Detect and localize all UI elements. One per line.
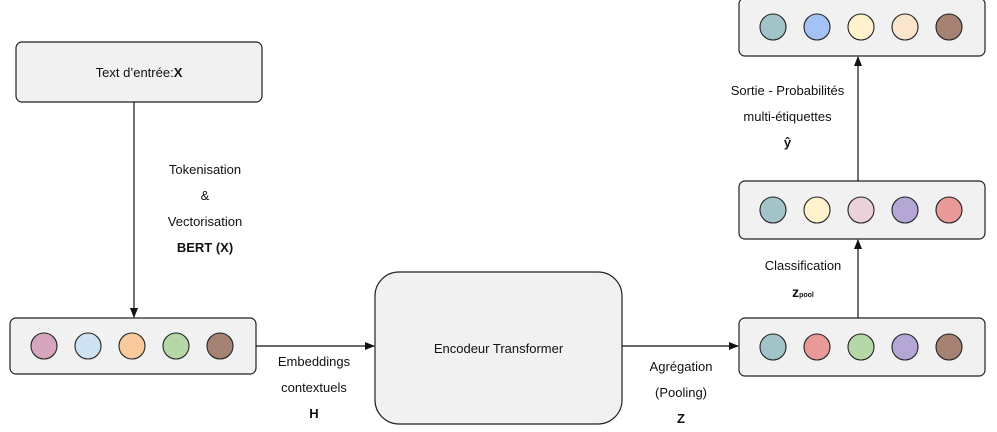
token-circle: [935, 196, 963, 224]
token-circle: [935, 13, 963, 41]
token-circle: [759, 13, 787, 41]
token-circle: [847, 196, 875, 224]
output-vector-circles: [759, 13, 963, 41]
classify-label: Classification zpool: [738, 253, 868, 309]
token-circle: [935, 333, 963, 361]
input-text-var: X: [173, 64, 183, 80]
input-text-prefix: Text d’entrée:: [95, 64, 174, 80]
output-label: Sortie - Probabilités multi-étiquettes ŷ: [710, 78, 865, 156]
token-circle: [162, 332, 190, 360]
pooled-vector-circles: [759, 333, 963, 361]
pool-label: Agrégation (Pooling) Z: [622, 354, 740, 432]
token-circle: [891, 196, 919, 224]
pool-line1: Agrégation: [649, 359, 713, 374]
classify-var-sub: pool: [799, 292, 814, 299]
classification-vector-circles: [759, 196, 963, 224]
encoder-label: Encodeur Transformer: [375, 272, 622, 424]
encoder-box: [374, 271, 623, 425]
tokenize-label: Tokenisation & Vectorisation BERT (X): [140, 157, 270, 261]
classify-var: zpool: [738, 279, 868, 309]
output-line1: Sortie - Probabilités: [730, 83, 845, 98]
tokenize-line4: BERT (X): [176, 240, 234, 255]
embed-line2: contextuels: [281, 380, 347, 395]
input-text-label: Text d’entrée: X: [16, 42, 262, 102]
encoder-title: Encodeur Transformer: [433, 340, 564, 356]
token-circle: [74, 332, 102, 360]
embed-label: Embeddings contextuels H: [255, 349, 373, 427]
token-circle: [118, 332, 146, 360]
token-circle: [206, 332, 234, 360]
embed-line1: Embeddings: [277, 354, 351, 369]
tokenize-line2: &: [200, 188, 210, 203]
pool-line2: (Pooling): [654, 385, 708, 400]
classify-line1: Classification: [764, 258, 842, 273]
pool-line3: Z: [677, 411, 685, 426]
input-embeddings-circles: [30, 332, 234, 360]
classify-var-main: z: [792, 284, 800, 300]
embed-line3: H: [309, 406, 319, 421]
output-line3: ŷ: [783, 135, 792, 150]
output-line2: multi-étiquettes: [743, 109, 832, 124]
tokenize-line1: Tokenisation: [168, 162, 242, 177]
token-circle: [759, 196, 787, 224]
token-circle: [847, 333, 875, 361]
token-circle: [847, 13, 875, 41]
token-circle: [803, 196, 831, 224]
token-circle: [891, 333, 919, 361]
input-text-box: [15, 41, 263, 103]
token-circle: [759, 333, 787, 361]
token-circle: [803, 333, 831, 361]
token-circle: [891, 13, 919, 41]
token-circle: [30, 332, 58, 360]
tokenize-line3: Vectorisation: [167, 214, 243, 229]
token-circle: [803, 13, 831, 41]
